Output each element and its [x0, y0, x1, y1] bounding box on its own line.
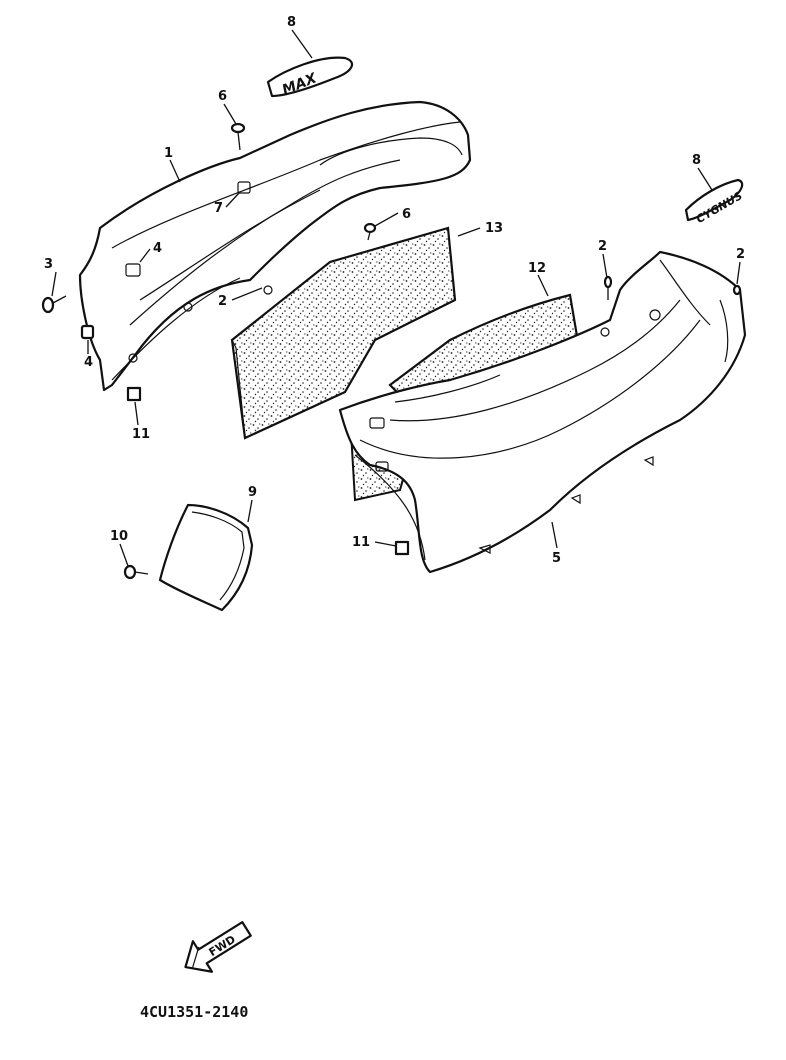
- callout-7: 7: [214, 201, 223, 216]
- nut-4-left: [80, 324, 95, 340]
- callout-11-left: 11: [132, 427, 150, 442]
- callout-11-right: 11: [352, 535, 370, 550]
- screw-6-top: [230, 122, 246, 151]
- clip-11-right: [394, 540, 410, 556]
- callout-8-right: 8: [692, 153, 701, 168]
- screw-6-mid: [363, 222, 377, 241]
- callout-5: 5: [552, 551, 561, 566]
- side-cover-left: [78, 100, 472, 392]
- fwd-arrow-icon: FWD: [184, 921, 252, 973]
- clip-11-left: [126, 386, 142, 402]
- callout-4-upper: 4: [153, 241, 162, 256]
- callout-3: 3: [44, 257, 53, 272]
- callout-12: 12: [528, 261, 546, 276]
- cover-plate-9: [158, 503, 254, 612]
- screw-3: [41, 295, 67, 314]
- callout-6-top: 6: [218, 89, 227, 104]
- callout-2-left: 2: [218, 294, 227, 309]
- callout-2-right: 2: [736, 247, 745, 262]
- callout-13: 13: [485, 221, 503, 236]
- diagram-code: 4CU1351-2140: [140, 1003, 248, 1021]
- callout-4-lower: 4: [84, 355, 93, 370]
- emblem-8-left: MAX: [266, 56, 354, 99]
- callout-9: 9: [248, 485, 257, 500]
- foam-pad-13: [230, 226, 457, 440]
- screw-2-right-a: [603, 275, 613, 300]
- callout-8-left: 8: [287, 15, 296, 30]
- callout-1: 1: [164, 146, 173, 161]
- screw-10: [123, 564, 149, 580]
- screw-2-right-b: [732, 284, 742, 296]
- callout-10: 10: [110, 529, 128, 544]
- side-cover-right: [338, 250, 747, 574]
- leader-lines: [51, 29, 741, 567]
- callout-2-mid: 2: [598, 239, 607, 254]
- callout-labels: 8 6 1 7 4 3 4 11 2 6 13 8 12 2 2 9 10 11…: [44, 15, 745, 566]
- emblem-8-right: CYGNUS: [684, 178, 745, 226]
- callout-6-mid: 6: [402, 207, 411, 222]
